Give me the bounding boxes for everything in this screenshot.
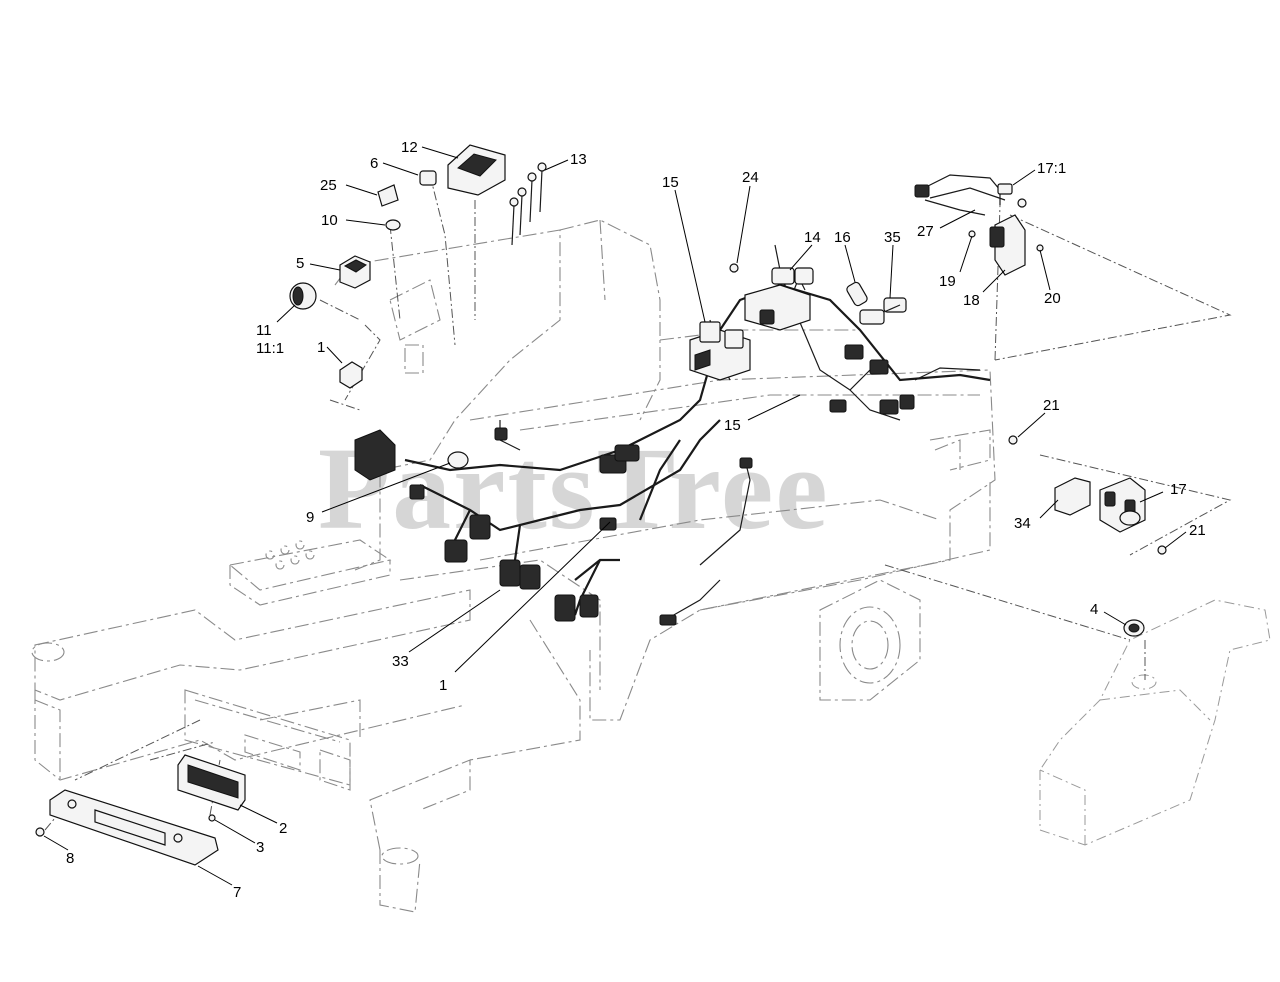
callout-17: 17 xyxy=(1170,481,1187,498)
sensor-9 xyxy=(354,429,469,481)
assembly-guide-lines xyxy=(44,174,1232,831)
switch-6 xyxy=(419,170,437,186)
callout-11: 11 xyxy=(256,322,272,339)
callout-27: 27 xyxy=(917,223,934,240)
rear-fender-right xyxy=(1039,599,1271,846)
connector-35 xyxy=(859,297,907,325)
callout-16: 16 xyxy=(834,229,851,246)
bezel-7 xyxy=(49,789,219,866)
cables-13 xyxy=(509,162,547,246)
socket-4 xyxy=(1123,619,1145,637)
harness-connectors xyxy=(409,344,915,626)
callout-21-top: 21 xyxy=(1043,397,1060,414)
headlight-2 xyxy=(177,754,246,811)
callout-labels: 12 6 13 25 10 5 11 11:1 1 15 24 14 16 35… xyxy=(66,139,1206,901)
fastener-24 xyxy=(729,263,739,273)
bracket-assembly-18 xyxy=(914,174,1044,276)
callout-24: 24 xyxy=(742,169,759,186)
callout-11-1: 11:1 xyxy=(256,340,284,357)
callout-13: 13 xyxy=(570,151,587,168)
callout-2: 2 xyxy=(279,820,287,837)
callout-8: 8 xyxy=(66,850,74,867)
light-11 xyxy=(289,282,317,310)
callout-35: 35 xyxy=(884,229,901,246)
callout-5: 5 xyxy=(296,255,304,272)
callout-15-top: 15 xyxy=(662,174,679,191)
callout-34: 34 xyxy=(1014,515,1031,532)
hour-meter-12 xyxy=(447,144,506,196)
disconnect-switch-17 xyxy=(1054,477,1146,533)
fuse-16 xyxy=(846,281,868,307)
relay-block xyxy=(689,321,751,381)
callout-20: 20 xyxy=(1044,290,1061,307)
clip-1-top xyxy=(339,361,363,389)
callout-18: 18 xyxy=(963,292,980,309)
key-switch-5 xyxy=(339,255,371,289)
callout-1-bot: 1 xyxy=(439,677,447,694)
nut-3 xyxy=(208,814,216,822)
chassis-frame xyxy=(31,219,996,913)
callout-14: 14 xyxy=(804,229,821,246)
callout-15-mid: 15 xyxy=(724,417,741,434)
callout-17-1: 17:1 xyxy=(1037,160,1066,177)
watermark: PartsTree xyxy=(318,423,830,554)
screw-21-bot xyxy=(1157,545,1167,555)
callout-4: 4 xyxy=(1090,601,1098,618)
screw-8 xyxy=(35,827,45,837)
connector-cluster-14 xyxy=(744,267,814,331)
callout-33: 33 xyxy=(392,653,409,670)
bezel-25 xyxy=(377,184,399,207)
screw-21-top xyxy=(1008,435,1018,445)
callout-1-top: 1 xyxy=(317,339,325,356)
callout-6: 6 xyxy=(370,155,378,172)
callout-21-bot: 21 xyxy=(1189,522,1206,539)
callout-9: 9 xyxy=(306,509,314,526)
leader-lines xyxy=(43,146,1187,886)
callout-19: 19 xyxy=(939,273,956,290)
callout-12: 12 xyxy=(401,139,418,156)
callout-25: 25 xyxy=(320,177,337,194)
callout-7: 7 xyxy=(233,884,241,901)
nut-10 xyxy=(385,219,401,231)
callout-3: 3 xyxy=(256,839,264,856)
callout-10: 10 xyxy=(321,212,338,229)
